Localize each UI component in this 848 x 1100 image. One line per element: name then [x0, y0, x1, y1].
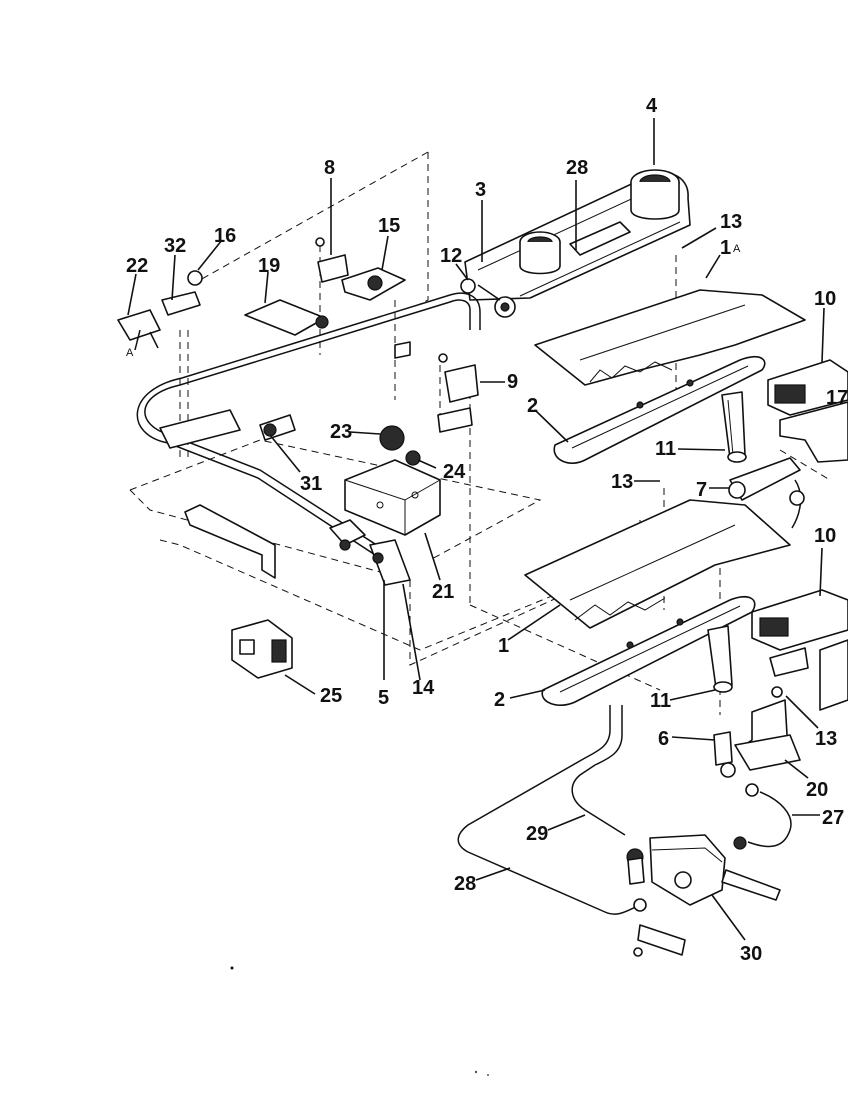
callout-13-mid: 13: [611, 471, 633, 493]
callout-15: 15: [378, 215, 400, 237]
callout-1: 1: [498, 635, 509, 657]
callout-24: 24: [443, 461, 466, 483]
callout-27: 27: [822, 807, 844, 829]
upper-shield-1a: [534, 289, 806, 386]
callout-23: 23: [330, 421, 352, 443]
callout-21: 21: [432, 581, 454, 603]
callout-30: 30: [740, 943, 762, 965]
left-valve-cluster: [117, 270, 329, 449]
callout-4: 4: [646, 95, 658, 117]
switch-25: [231, 619, 293, 679]
lower-burner-tube: [541, 596, 756, 706]
callout-25: 25: [320, 685, 342, 707]
callout-13-bot: 13: [815, 728, 837, 750]
callout-19: 19: [258, 255, 280, 277]
callout-10-mid: 10: [814, 525, 836, 547]
callout-31: 31: [300, 473, 322, 495]
callout-labels: 4 28 8 3 15 13 1 A 32 16 22 19 12 10 9 1…: [126, 95, 848, 965]
callout-32: 32: [164, 235, 186, 257]
mark-a-left: A: [126, 347, 134, 359]
callout-13-top: 13: [720, 211, 742, 233]
callout-17: 17: [826, 387, 848, 409]
lower-left-channels: [184, 504, 411, 586]
callout-8: 8: [324, 157, 335, 179]
callout-7: 7: [696, 479, 707, 501]
upper-burner-tube: [553, 355, 766, 464]
center-small-parts: [315, 237, 479, 466]
callout-16: 16: [214, 225, 236, 247]
right-side-parts-upper: [728, 359, 848, 529]
callout-20: 20: [806, 779, 828, 801]
right-side-parts-lower: [713, 589, 848, 797]
callout-3: 3: [475, 179, 486, 201]
upper-burner-assembly: [460, 169, 691, 318]
callout-29: 29: [526, 823, 548, 845]
callout-14: 14: [412, 677, 435, 699]
callout-10-top: 10: [814, 288, 836, 310]
callout-6: 6: [658, 728, 669, 750]
callout-28-bot: 28: [454, 873, 476, 895]
callout-1a-suffix: A: [733, 243, 741, 255]
callout-2-bot: 2: [494, 689, 505, 711]
callout-11-bot: 11: [650, 690, 671, 712]
callout-5: 5: [378, 687, 389, 709]
callout-28-top: 28: [566, 157, 588, 179]
callout-2-top: 2: [527, 395, 538, 417]
box-21: [344, 459, 441, 536]
callout-12: 12: [440, 245, 462, 267]
scan-artifacts: [230, 966, 489, 1076]
callout-1a: 1: [720, 237, 731, 259]
callout-22: 22: [126, 255, 148, 277]
leader-lines: [127, 118, 825, 941]
callout-9: 9: [507, 371, 518, 393]
callout-11-top: 11: [655, 438, 676, 460]
regulator-tubing: [457, 705, 792, 957]
manifold-tubing: [136, 292, 481, 569]
lower-shield-1: [524, 499, 791, 629]
